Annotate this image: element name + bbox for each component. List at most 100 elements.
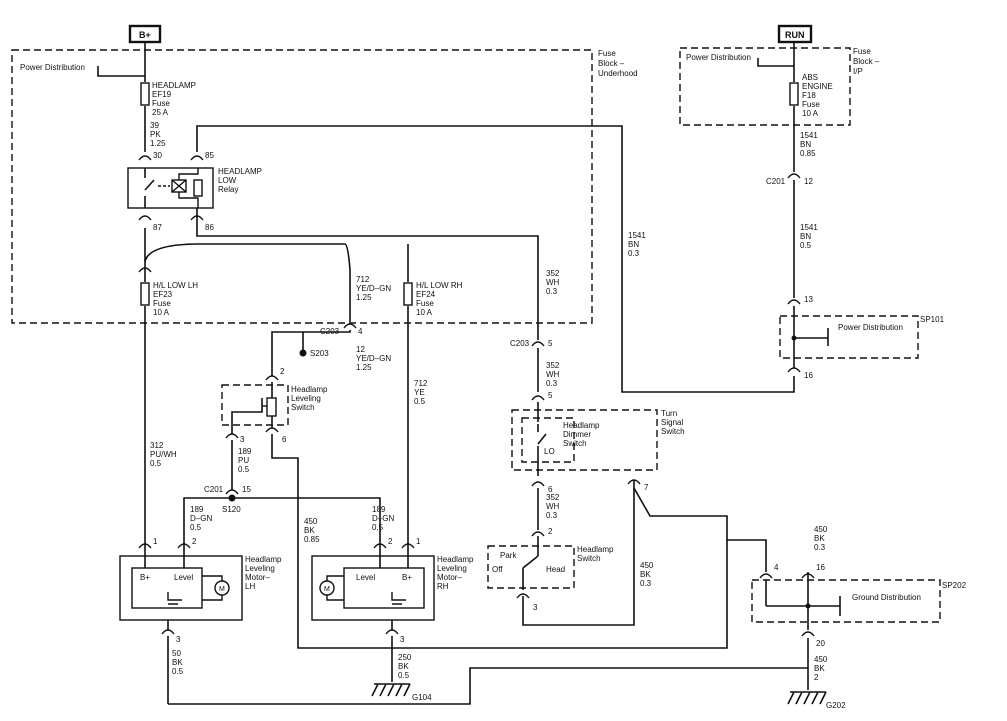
pin-85: 85 [205, 151, 214, 160]
conn-87 [138, 215, 152, 221]
w450sw-l3: 0.3 [640, 579, 652, 588]
w352a-l1: 352 [546, 269, 560, 278]
wire-12-ye-dgn [271, 330, 351, 376]
relay-coil-leads [178, 168, 199, 208]
motor-rh-level: Level [356, 573, 375, 582]
pin-6b: 6 [548, 485, 553, 494]
w450-085-l1: 450 [304, 517, 318, 526]
g104-ground-symbol [371, 683, 411, 697]
w450top-l3: 0.3 [814, 543, 826, 552]
wire-189-dgn-rh [232, 497, 381, 540]
turn-signal-l3: Switch [661, 427, 685, 436]
wire-pd-ip [757, 58, 794, 67]
pin-12: 12 [804, 177, 813, 186]
hl-low-rh-l1: H/L LOW RH [416, 281, 463, 290]
w352a-l2: WH [546, 278, 560, 287]
motor-lh-leads [202, 575, 223, 601]
pin-4: 4 [358, 327, 363, 336]
w39-l1: 39 [150, 121, 159, 130]
pin-1lh: 1 [153, 537, 158, 546]
w1541b-l3: 0.5 [800, 241, 812, 250]
conn-tss-5 [531, 395, 545, 401]
motor-rh-m: M [324, 586, 330, 593]
abs-fuse-l1: ABS [802, 73, 818, 82]
turn-signal-switch-box [511, 409, 658, 471]
w312-l2: PU/WH [150, 450, 177, 459]
w189r-l2: D–GN [372, 514, 394, 523]
w352c-l2: WH [546, 502, 560, 511]
abs-fuse-l3: F18 [802, 91, 816, 100]
sp202-label: SP202 [942, 581, 967, 590]
w189pu-l2: PU [238, 456, 249, 465]
b-plus-label: B+ [139, 30, 151, 40]
w712b-l2: YE [414, 388, 425, 397]
dimmer-switch-box [521, 417, 575, 463]
conn-30 [138, 155, 152, 161]
motor-lh-m: M [219, 586, 225, 593]
conn-lev-2 [265, 375, 279, 381]
c201-left-label: C201 [204, 485, 224, 494]
w450-085-l2: BK [304, 526, 315, 535]
w250-l3: 0.5 [398, 671, 410, 680]
motor-rh-l1: Headlamp [437, 555, 474, 564]
w250-l1: 250 [398, 653, 412, 662]
hl-low-rh-l4: 10 A [416, 308, 433, 317]
w189l-l1: 189 [190, 505, 204, 514]
pin-5a: 5 [548, 339, 553, 348]
conn-13 [787, 299, 801, 305]
sp202-box [751, 579, 941, 623]
conn-sp202-4 [759, 573, 773, 579]
motor-lh-bplus: B+ [140, 573, 150, 582]
sp202-splice-dot [805, 603, 811, 609]
motor-lh-l1: Headlamp [245, 555, 282, 564]
w712a-l2: YE/D–GN [356, 284, 391, 293]
hl-low-lh-fuse-symbol [140, 282, 150, 306]
fuse-block-ip-box [679, 47, 851, 126]
pin-3lh: 3 [176, 635, 181, 644]
run-source [777, 24, 813, 44]
motor-lh-l3: Motor– [245, 573, 270, 582]
w189l-l3: 0.5 [190, 523, 202, 532]
dimmer-switch-contact [537, 424, 547, 452]
w1541b-l1: 1541 [800, 223, 818, 232]
headlamp-switch-box [487, 545, 575, 589]
w250-l2: BK [398, 662, 409, 671]
w50-l1: 50 [172, 649, 181, 658]
w1541a-l1: 1541 [800, 131, 818, 140]
w4502-l2: BK [814, 664, 825, 673]
pin-2lh: 2 [192, 537, 197, 546]
w450sw-l2: BK [640, 570, 651, 579]
dashed-boxes [11, 47, 941, 623]
w450sw-l1: 450 [640, 561, 654, 570]
pin-15: 15 [242, 485, 251, 494]
conn-lh-3 [161, 629, 175, 635]
dimmer-lo-label: LO [544, 447, 555, 456]
abs-fuse-l2: ENGINE [802, 82, 833, 91]
sp101-label: SP101 [920, 315, 945, 324]
conn-lev-6 [265, 427, 279, 433]
pin-87: 87 [153, 223, 162, 232]
w450-085-l3: 0.85 [304, 535, 320, 544]
motor-ground-leads [167, 620, 393, 630]
conn-tss-6 [531, 481, 545, 487]
wire-pd-underhood [97, 66, 145, 77]
hs-off: Off [492, 565, 503, 574]
motor-lh-level: Level [174, 573, 193, 582]
ground-distribution-label: Ground Distribution [852, 593, 921, 602]
abs-fuse-l4: Fuse [802, 100, 820, 109]
pin-20: 20 [816, 639, 825, 648]
conn-16 [787, 367, 801, 373]
wire-450-bk-top [633, 487, 767, 572]
headlamp-switch-l1: Headlamp [577, 545, 614, 554]
b-plus-source [128, 24, 162, 44]
turn-signal-l2: Signal [661, 418, 683, 427]
w12-l3: 1.25 [356, 363, 372, 372]
motor-lh-l4: LH [245, 582, 255, 591]
conn-lev-3 [225, 433, 239, 439]
hl-low-lh-l3: Fuse [153, 299, 171, 308]
c203-mid-label: C203 [510, 339, 530, 348]
motor-rh-l4: RH [437, 582, 449, 591]
wire-ground-return [168, 667, 808, 705]
